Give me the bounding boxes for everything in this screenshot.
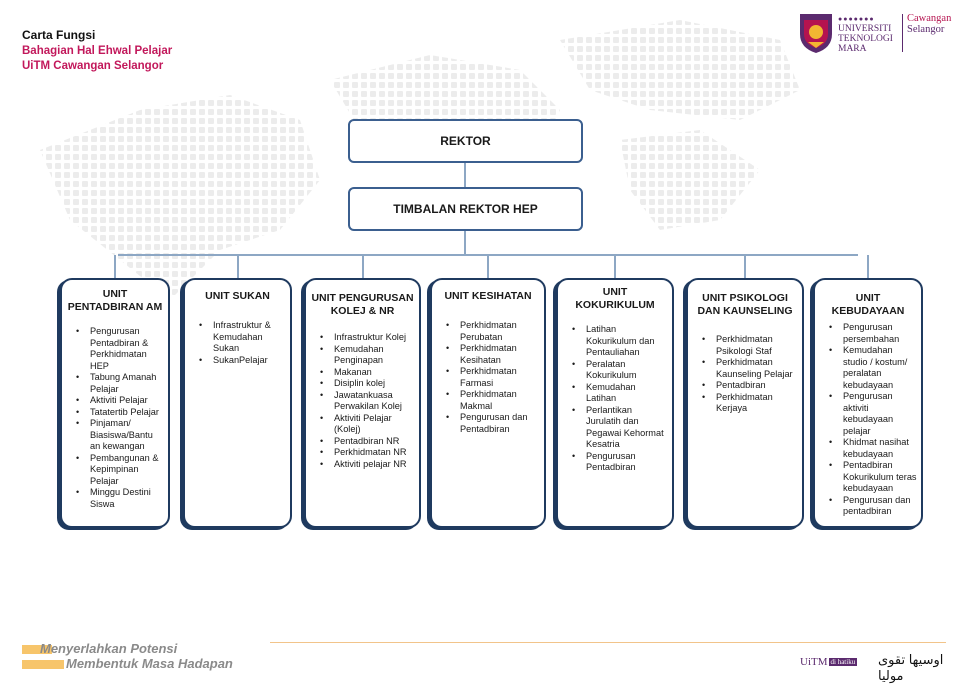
crest-icon: [800, 14, 832, 53]
connector-line: [464, 231, 466, 255]
slogan-line-2: Membentuk Masa Hadapan: [66, 656, 233, 671]
deputy-rektor-box: TIMBALAN REKTOR HEP: [348, 187, 583, 231]
unit-function-item: Pengurusan Pentadbiran: [558, 451, 672, 474]
unit-title: UNIT PENTADBIRAN AM: [67, 288, 163, 313]
unit-title: UNIT KEBUDAYAAN: [831, 292, 905, 317]
unit-function-item: Makanan: [306, 367, 419, 379]
uitm-logo: ●●●●●●● UNIVERSITI TEKNOLOGI MARA Cawang…: [798, 12, 958, 56]
rektor-label: REKTOR: [440, 134, 491, 148]
unit-title: UNIT KESIHATAN: [444, 290, 532, 302]
unit-function-list: Infrastruktur KolejKemudahan PenginapanM…: [306, 332, 419, 470]
unit-function-item: Perkhidmatan NR: [306, 447, 419, 459]
unit-function-item: Pengurusan aktiviti kebudayaan pelajar: [815, 391, 921, 437]
unit-function-item: Perkhidmatan Makmal: [432, 389, 544, 412]
unit-title: UNIT SUKAN: [205, 290, 270, 302]
rektor-box: REKTOR: [348, 119, 583, 163]
unit-function-item: Latihan Kokurikulum dan Pentauliahan: [558, 324, 672, 359]
campus-name: UiTM Cawangan Selangor: [22, 60, 164, 72]
logo-line-2: TEKNOLOGI: [838, 34, 893, 44]
unit-function-item: Pengurusan dan pentadbiran: [815, 495, 921, 518]
badge-small: di hatiku: [828, 658, 858, 667]
unit-box: UNIT SUKAN Infrastruktur & Kemudahan Suka…: [183, 278, 292, 528]
unit-box: UNIT PENGURUSAN KOLEJ & NR Infrastruktur …: [304, 278, 421, 528]
unit-function-item: Minggu Destini Siswa: [62, 487, 168, 510]
unit-function-list: Perkhidmatan Psikologi StafPerkhidmatan …: [688, 334, 802, 415]
university-name: ●●●●●●● UNIVERSITI TEKNOLOGI MARA: [838, 14, 902, 54]
unit-function-item: Perkhidmatan Kaunseling Pelajar: [688, 357, 802, 380]
jawi-text: ●●●●●●●: [838, 15, 875, 23]
unit-function-item: Disiplin kolej: [306, 378, 419, 390]
campus-line-1: Cawangan: [907, 13, 952, 24]
unit-function-item: Tabung Amanah Pelajar: [62, 372, 168, 395]
footer-divider: [270, 642, 946, 643]
unit-function-item: Aktiviti pelajar NR: [306, 459, 419, 471]
unit-function-list: Infrastruktur & Kemudahan SukanSukanPela…: [185, 320, 290, 366]
unit-box: UNIT KEBUDAYAAN Pengurusan persembahanKem…: [813, 278, 923, 528]
unit-function-list: Latihan Kokurikulum dan PentauliahanPera…: [558, 324, 672, 474]
slogan-line-1: Menyerlahkan Potensi: [40, 641, 178, 656]
unit-title: UNIT PSIKOLOGI DAN KAUNSELING: [697, 292, 793, 317]
page-title: Carta Fungsi: [22, 28, 96, 42]
unit-function-item: Pinjaman/ Biasiswa/Bantu an kewangan: [62, 418, 168, 453]
unit-function-item: Aktiviti Pelajar (Kolej): [306, 413, 419, 436]
logo-line-1: UNIVERSITI: [838, 24, 892, 34]
unit-box: UNIT KESIHATANPerkhidmatan PerubatanPerk…: [430, 278, 546, 528]
unit-connector: [867, 255, 869, 278]
unit-function-item: Khidmat nasihat kebudayaan: [815, 437, 921, 460]
unit-function-item: Perlantikan Jurulatih dan Pegawai Kehorm…: [558, 405, 672, 451]
unit-function-item: Infrastruktur Kolej: [306, 332, 419, 344]
logo-divider: [902, 14, 903, 52]
unit-function-list: Pengurusan persembahanKemudahan studio /…: [815, 322, 921, 518]
logo-campus: Cawangan Selangor: [907, 13, 951, 35]
unit-function-item: Pembangunan & Kepimpinan Pelajar: [62, 453, 168, 488]
unit-function-item: Pentadbiran: [688, 380, 802, 392]
unit-function-item: Pengurusan dan Pentadbiran: [432, 412, 544, 435]
unit-function-item: Aktiviti Pelajar: [62, 395, 168, 407]
unit-function-item: Perkhidmatan Farmasi: [432, 366, 544, 389]
unit-function-item: Perkhidmatan Kerjaya: [688, 392, 802, 415]
unit-function-item: Infrastruktur & Kemudahan Sukan: [185, 320, 290, 355]
connector-line: [464, 163, 466, 187]
unit-function-item: Kemudahan Latihan: [558, 382, 672, 405]
unit-box: UNIT KOKURIKULUM Latihan Kokurikulum dan …: [556, 278, 674, 528]
unit-function-item: SukanPelajar: [185, 355, 290, 367]
unit-function-item: Pentadbiran NR: [306, 436, 419, 448]
unit-connector: [744, 255, 746, 278]
unit-box: UNIT PSIKOLOGI DAN KAUNSELING Perkhidmata…: [686, 278, 804, 528]
unit-function-list: Perkhidmatan PerubatanPerkhidmatan Kesih…: [432, 320, 544, 435]
unit-connector: [114, 255, 116, 278]
unit-connector: [487, 255, 489, 278]
unit-function-item: Perkhidmatan Kesihatan: [432, 343, 544, 366]
unit-function-item: Pentadbiran Kokurikulum teras kebudayaan: [815, 460, 921, 495]
unit-function-list: Pengurusan Pentadbiran & Perkhidmatan HE…: [62, 326, 168, 510]
campus-line-2: Selangor: [907, 24, 945, 35]
unit-function-item: Jawatankuasa Perwakilan Kolej: [306, 390, 419, 413]
slogan-accent: [22, 660, 64, 669]
unit-function-item: Peralatan Kokurikulum: [558, 359, 672, 382]
footer-motto: اوسيها تقوى موليا: [878, 652, 944, 683]
unit-function-item: Kemudahan Penginapan: [306, 344, 419, 367]
deputy-rektor-label: TIMBALAN REKTOR HEP: [393, 202, 538, 216]
unit-function-item: Perkhidmatan Psikologi Staf: [688, 334, 802, 357]
badge-text: UiTM: [800, 656, 828, 668]
department-name: Bahagian Hal Ehwal Pelajar: [22, 45, 173, 57]
unit-title: UNIT KOKURIKULUM: [575, 286, 655, 311]
unit-function-item: Pengurusan Pentadbiran & Perkhidmatan HE…: [62, 326, 168, 372]
slogan-accent: [22, 645, 52, 654]
unit-function-item: Kemudahan studio / kostum/ peralatan keb…: [815, 345, 921, 391]
background-map: [40, 20, 800, 300]
unit-title: UNIT PENGURUSAN KOLEJ & NR: [311, 292, 414, 317]
unit-connector: [236, 255, 239, 278]
logo-line-3: MARA: [838, 44, 867, 54]
unit-connector: [614, 255, 616, 278]
unit-function-item: Tatatertib Pelajar: [62, 407, 168, 419]
unit-function-item: Perkhidmatan Perubatan: [432, 320, 544, 343]
unit-connector: [361, 255, 364, 278]
unit-box: UNIT PENTADBIRAN AM Pengurusan Pentadbira…: [60, 278, 170, 528]
unit-function-item: Pengurusan persembahan: [815, 322, 921, 345]
